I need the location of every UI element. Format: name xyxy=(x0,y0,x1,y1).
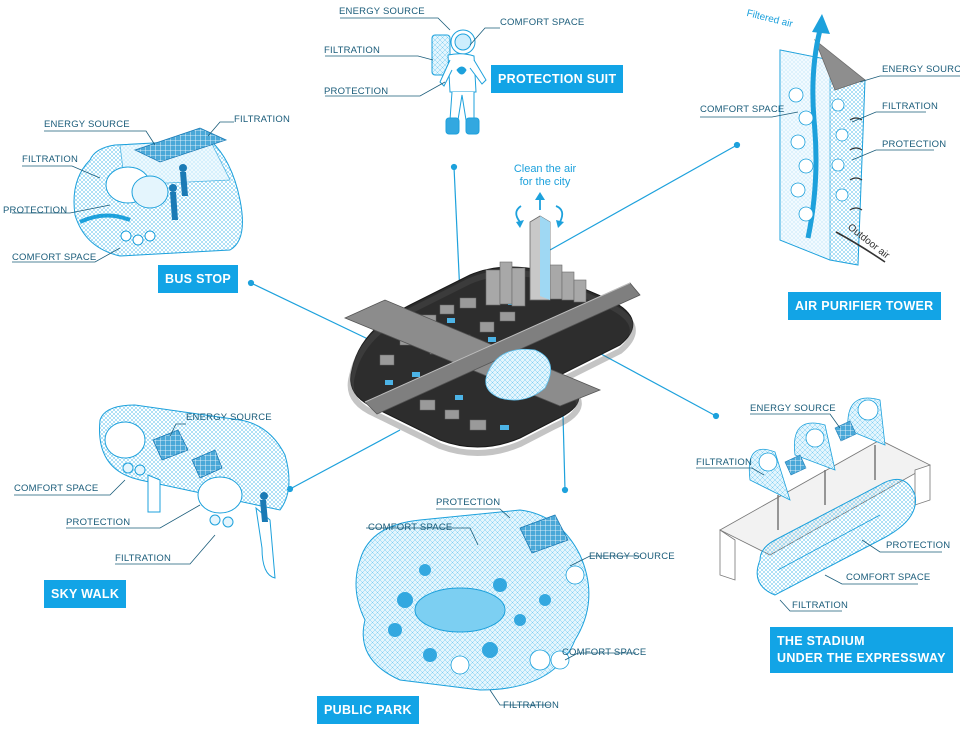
connector-public-park xyxy=(562,414,566,491)
air-tower-leaders xyxy=(700,75,960,161)
stadium-label-filtration-top: FILTRATION xyxy=(696,457,753,468)
stadium-label-comfort-space: COMFORT SPACE xyxy=(846,572,931,583)
tower-label-energy-source: ENERGY SOURCE xyxy=(882,64,960,75)
connector-sky-walk xyxy=(289,429,401,490)
skywalk-label-comfort-space: COMFORT SPACE xyxy=(14,483,99,494)
tower-label-protection: PROTECTION xyxy=(882,139,947,150)
air-tower-illustration xyxy=(779,14,886,266)
bus-stop-illustration xyxy=(73,127,243,257)
stadium-label-filtration-bottom: FILTRATION xyxy=(792,600,849,611)
tower-label-comfort-space: COMFORT SPACE xyxy=(700,104,785,115)
stadium-label-protection: PROTECTION xyxy=(886,540,951,551)
public-park-leaders xyxy=(366,508,640,706)
title-stadium-line2: UNDER THE EXPRESSWAY xyxy=(777,651,946,665)
park-label-comfort-space-top: COMFORT SPACE xyxy=(368,522,453,533)
title-stadium-line1: THE STADIUM xyxy=(777,634,865,648)
protection-suit-illustration xyxy=(431,29,487,135)
title-stadium: THE STADIUM UNDER THE EXPRESSWAY xyxy=(770,627,953,673)
park-label-filtration: FILTRATION xyxy=(503,700,560,711)
suit-label-energy-source: ENERGY SOURCE xyxy=(339,6,425,17)
bus-label-comfort-space: COMFORT SPACE xyxy=(12,252,97,263)
park-label-energy-source: ENERGY SOURCE xyxy=(589,551,675,562)
tower-label-filtration: FILTRATION xyxy=(882,101,939,112)
skywalk-label-energy-source: ENERGY SOURCE xyxy=(186,412,272,423)
skywalk-label-protection: PROTECTION xyxy=(66,517,131,528)
connector-bus-stop xyxy=(250,282,371,341)
stadium-leaders xyxy=(696,413,942,612)
stadium-illustration xyxy=(719,397,931,596)
stadium-label-energy-source: ENERGY SOURCE xyxy=(750,403,836,414)
connector-air-tower xyxy=(549,144,738,251)
city-model xyxy=(343,192,641,456)
park-label-comfort-space-bottom: COMFORT SPACE xyxy=(562,647,647,658)
park-label-protection: PROTECTION xyxy=(436,497,501,508)
center-caption: Clean the air for the city xyxy=(505,163,585,189)
connector-stadium xyxy=(589,347,717,417)
skywalk-label-filtration: FILTRATION xyxy=(115,553,172,564)
bus-label-filtration-top: FILTRATION xyxy=(234,114,291,125)
title-air-purifier-tower: AIR PURIFIER TOWER xyxy=(788,292,941,320)
title-protection-suit: PROTECTION SUIT xyxy=(491,65,624,93)
sky-walk-illustration xyxy=(99,404,290,579)
title-sky-walk: SKY WALK xyxy=(44,580,127,608)
bus-label-energy-source: ENERGY SOURCE xyxy=(44,119,130,130)
suit-label-comfort-space: COMFORT SPACE xyxy=(500,17,585,28)
sky-walk-leaders xyxy=(14,423,216,565)
bus-label-protection: PROTECTION xyxy=(3,205,68,216)
suit-label-protection: PROTECTION xyxy=(324,86,389,97)
public-park-illustration xyxy=(355,509,590,691)
center-caption-line1: Clean the air xyxy=(513,163,577,175)
title-bus-stop: BUS STOP xyxy=(158,265,239,293)
title-public-park: PUBLIC PARK xyxy=(317,696,419,724)
suit-label-filtration: FILTRATION xyxy=(324,45,381,56)
bus-stop-leaders xyxy=(12,121,234,263)
connector-protection-suit xyxy=(453,166,461,296)
bus-label-filtration-left: FILTRATION xyxy=(22,154,79,165)
connector-lines xyxy=(247,141,741,494)
protection-suit-leaders xyxy=(325,17,500,97)
center-caption-line2: for the city xyxy=(519,176,571,188)
